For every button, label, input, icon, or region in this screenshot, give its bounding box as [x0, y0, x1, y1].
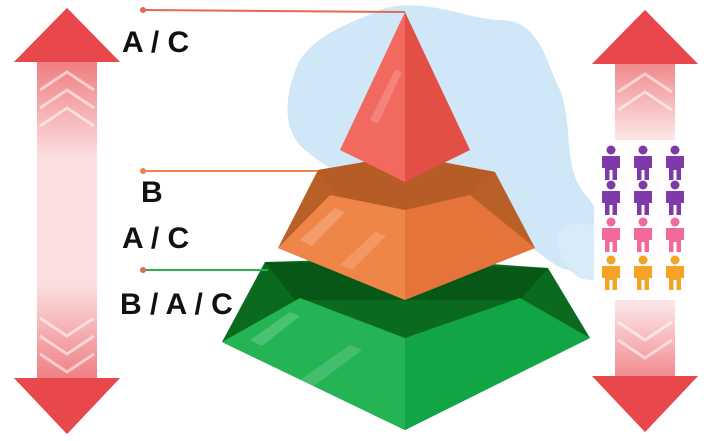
- tier-middle-label-b: B: [141, 178, 163, 208]
- left-double-arrow-icon: [14, 8, 120, 434]
- tier-middle-label-ac: A / C: [122, 224, 189, 254]
- tier-top-label: A / C: [122, 28, 189, 58]
- tier-bottom-label: B / A / C: [120, 290, 233, 320]
